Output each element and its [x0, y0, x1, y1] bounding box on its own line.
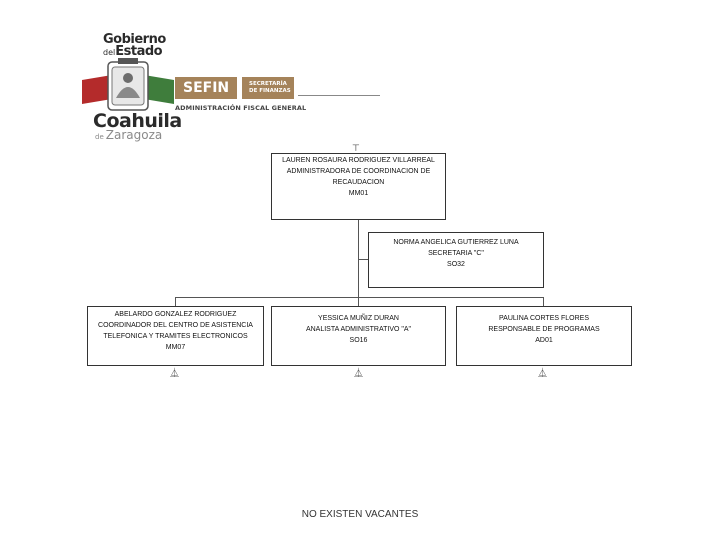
expand-node-icon[interactable]: ⏅: [354, 369, 364, 379]
node-title: ANALISTA ADMINISTRATIVO "A": [305, 326, 412, 333]
node-code: AD01: [535, 337, 553, 344]
org-node-child: ABELARDO GONZALEZ RODRIGUEZ COORDINADOR …: [87, 306, 264, 366]
gobierno-text: Gobierno: [103, 32, 166, 47]
org-node-head: LAUREN ROSAURA RODRIGUEZ VILLARREAL ADMI…: [271, 153, 446, 220]
connector-line: [358, 220, 359, 306]
node-title: COORDINADOR DEL CENTRO DE ASISTENCIA: [98, 322, 253, 329]
del-text: del: [103, 48, 116, 57]
connector-line: [175, 297, 544, 298]
node-code: SO32: [447, 261, 465, 268]
node-name: YESSICA MUÑIZ DURAN: [318, 315, 399, 322]
node-title: RECAUDACION: [332, 179, 385, 186]
expand-node-icon[interactable]: ⏅: [170, 369, 180, 379]
node-name: PAULINA CORTES FLORES: [499, 315, 589, 322]
node-title: TELEFONICA Y TRAMITES ELECTRONICOS: [103, 333, 248, 340]
administracion-fiscal-label: ADMINISTRACIÓN FISCAL GENERAL: [175, 104, 307, 112]
org-node-child: PAULINA CORTES FLORES RESPONSABLE DE PRO…: [456, 306, 632, 366]
org-node-child: YESSICA MUÑIZ DURAN ANALISTA ADMINISTRAT…: [271, 306, 446, 366]
estado-text: Estado: [115, 44, 163, 59]
de-text: de: [95, 133, 104, 141]
connector-line: [543, 297, 544, 306]
expand-node-icon[interactable]: ⏅: [538, 369, 548, 379]
connector-line: [358, 259, 368, 260]
org-node-secretary: NORMA ANGELICA GUTIERREZ LUNA SECRETARIA…: [368, 232, 544, 288]
no-vacancies-note: NO EXISTEN VACANTES: [301, 509, 419, 520]
node-title: SECRETARIA "C": [428, 250, 484, 257]
node-code: MM01: [348, 190, 369, 197]
node-title: ADMINISTRADORA DE COORDINACION DE: [286, 168, 431, 175]
header-divider: [298, 95, 380, 96]
node-title: RESPONSABLE DE PROGRAMAS: [488, 326, 600, 333]
zaragoza-text: Zaragoza: [105, 128, 163, 142]
secretaria-finanzas-label: SECRETARÍA DE FINANZAS: [242, 77, 294, 99]
org-marker-icon: ⊤: [352, 144, 360, 154]
sefin-logo: SEFIN: [175, 77, 237, 99]
coahuila-wordmark: Coahuila: [93, 110, 182, 132]
node-name: LAUREN ROSAURA RODRIGUEZ VILLARREAL: [282, 157, 435, 164]
node-name: NORMA ANGELICA GUTIERREZ LUNA: [393, 239, 519, 246]
node-code: MM07: [165, 344, 186, 351]
node-name: ABELARDO GONZALEZ RODRIGUEZ: [114, 311, 237, 318]
connector-line: [175, 297, 176, 306]
node-code: SO16: [349, 337, 368, 344]
gobierno-del-estado-wordmark: Gobierno delEstado: [103, 32, 166, 59]
coat-of-arms-logo: [82, 58, 174, 113]
